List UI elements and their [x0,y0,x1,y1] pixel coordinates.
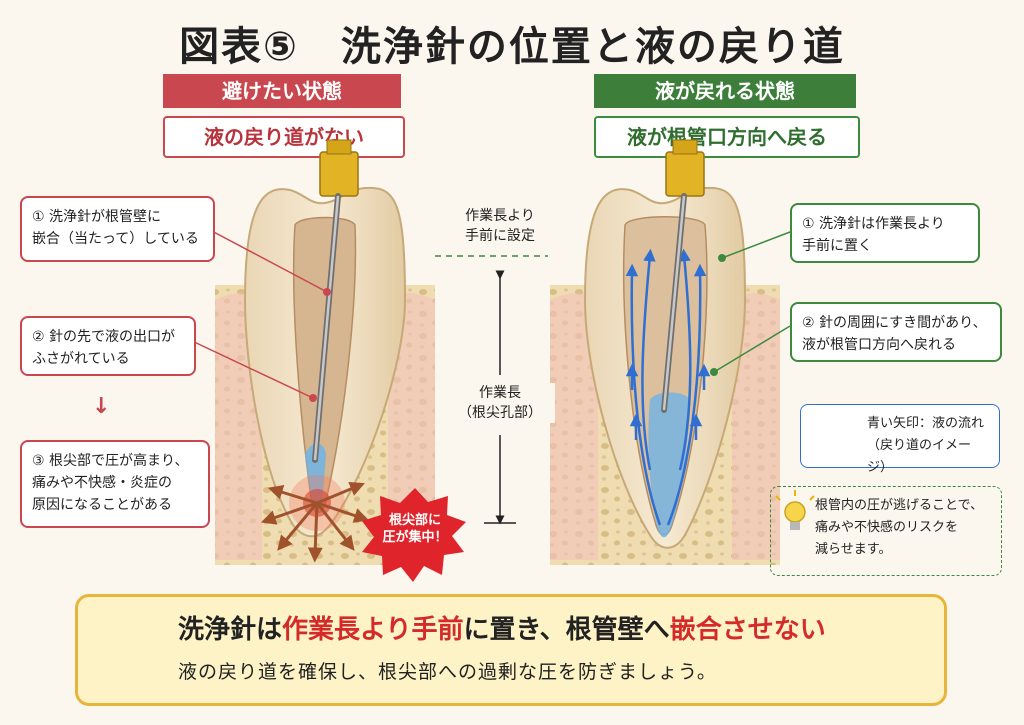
left-pressure-arrows [260,481,370,563]
burst-text: 根尖部に 圧が集中！ [382,513,448,545]
summary-headline: 洗浄針は作業長より手前に置き、根管壁へ嵌合させない [178,615,826,645]
summary-subline: 液の戻り道を確保し、根尖部への過剰な圧を防ぎましょう。 [178,661,717,683]
summary-banner: 洗浄針は作業長より手前に置き、根管壁へ嵌合させない 液の戻り道を確保し、根尖部へ… [75,594,947,706]
right-flow-arrows [625,248,711,526]
lightbulb-icon [775,490,815,530]
legend-box: 青い矢印：液の流れ （戻り道のイメージ） [800,404,1000,475]
right-leader-2 [713,325,791,373]
tip-box: 根管内の圧が逃げることで、 痛みや不快感のリスクを 減らせます。 [770,486,1002,576]
left-note-3: ③ 根尖部で圧が高まり、 痛みや不快感・炎症の 原因になることがある [20,440,210,528]
right-tooth [550,139,780,565]
left-leader-2 [189,339,314,399]
left-note-2: ② 針の先で液の出口が ふさがれている [20,316,196,376]
right-note-2: ② 針の周囲にすき間があり、 液が根管口方向へ戻れる [790,302,1002,362]
setting-label: 作業長より 手前に設定 [465,208,535,244]
page-title: 図表⑤ 洗浄針の位置と液の戻り道 [179,24,845,70]
left-gum-right [388,293,435,560]
right-subheader: 液が根管口方向へ戻る [594,116,860,158]
left-subheader: 液の戻り道がない [163,116,405,158]
pressure-burst [362,488,466,582]
right-header: 液が戻れる状態 [594,74,856,108]
left-note-1: ① 洗浄針が根管壁に 嵌合（当たって）している [20,196,215,262]
right-leader-1 [721,231,791,259]
right-needle-hub [665,151,705,197]
left-needle-hub [319,151,359,197]
working-length-label: 作業長 （根尖孔部） [445,383,555,423]
left-down-arrow: ↓ [92,394,111,419]
left-header: 避けたい状態 [163,74,401,108]
right-note-1: ① 洗浄針は作業長より 手前に置く [790,203,980,263]
right-fluid [648,392,690,538]
left-leader-1 [209,229,328,293]
